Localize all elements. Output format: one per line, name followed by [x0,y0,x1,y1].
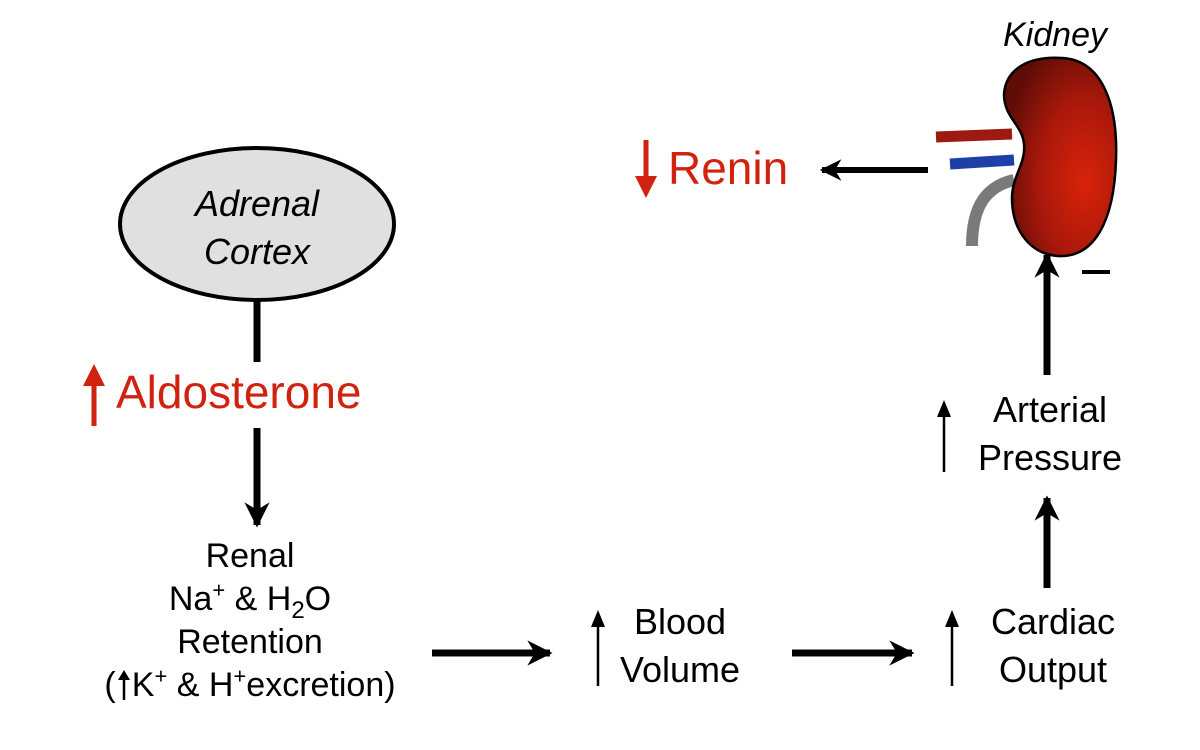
renal-amp-h: & H [225,580,292,618]
blood-volume-line1: Blood [633,601,727,642]
adrenal-cortex-label: Adrenal Cortex [157,180,357,276]
renal-na-charge: + [212,577,226,603]
renal-line3: Retention [177,623,323,661]
cardiac-output-line2: Output [998,649,1108,690]
cardiac-output-up-arrow-icon [945,610,959,686]
renal-k-charge: + [154,663,168,689]
renal-paren-open: ( [104,666,116,704]
aldosterone-up-arrow-icon [83,364,105,426]
kidney-vessels [935,128,1016,247]
arterial-pressure-label: Arterial Pressure [960,386,1140,482]
blood-volume-up-arrow-icon [591,610,605,686]
adrenal-cortex-line2: Cortex [203,231,311,272]
excretion-up-arrow-icon [117,670,130,700]
renal-h2-subscript: 2 [291,596,305,624]
renal-h-charge: + [233,663,247,689]
kidney-icon [1002,56,1118,258]
renal-amp-h2: & H [167,666,234,704]
renin-label: Renin [668,142,789,194]
arterial-pressure-line1: Arterial [992,389,1108,430]
arterial-pressure-up-arrow-icon [937,400,951,472]
adrenal-cortex-line1: Adrenal [194,183,320,224]
kidney-label: Kidney [1003,16,1107,54]
aldosterone-label: Aldosterone [116,366,362,418]
renal-o: O [304,580,332,618]
renal-retention-label: Renal Na+ & H2O Retention (K+ & H+excret… [50,535,450,707]
renal-line2: Na+ & H2O [50,577,450,624]
blood-volume-label: Blood Volume [610,598,750,694]
blood-volume-line2: Volume [619,649,741,690]
renal-line1: Renal [205,537,295,575]
renal-excretion: excretion) [246,666,396,704]
cardiac-output-line1: Cardiac [990,601,1116,642]
cardiac-output-label: Cardiac Output [975,598,1131,694]
renal-k: K [131,666,155,704]
arterial-pressure-line2: Pressure [977,437,1123,478]
renal-line4: (K+ & H+excretion) [50,664,450,707]
renal-na: Na [168,580,213,618]
renin-down-arrow-icon [635,140,657,198]
